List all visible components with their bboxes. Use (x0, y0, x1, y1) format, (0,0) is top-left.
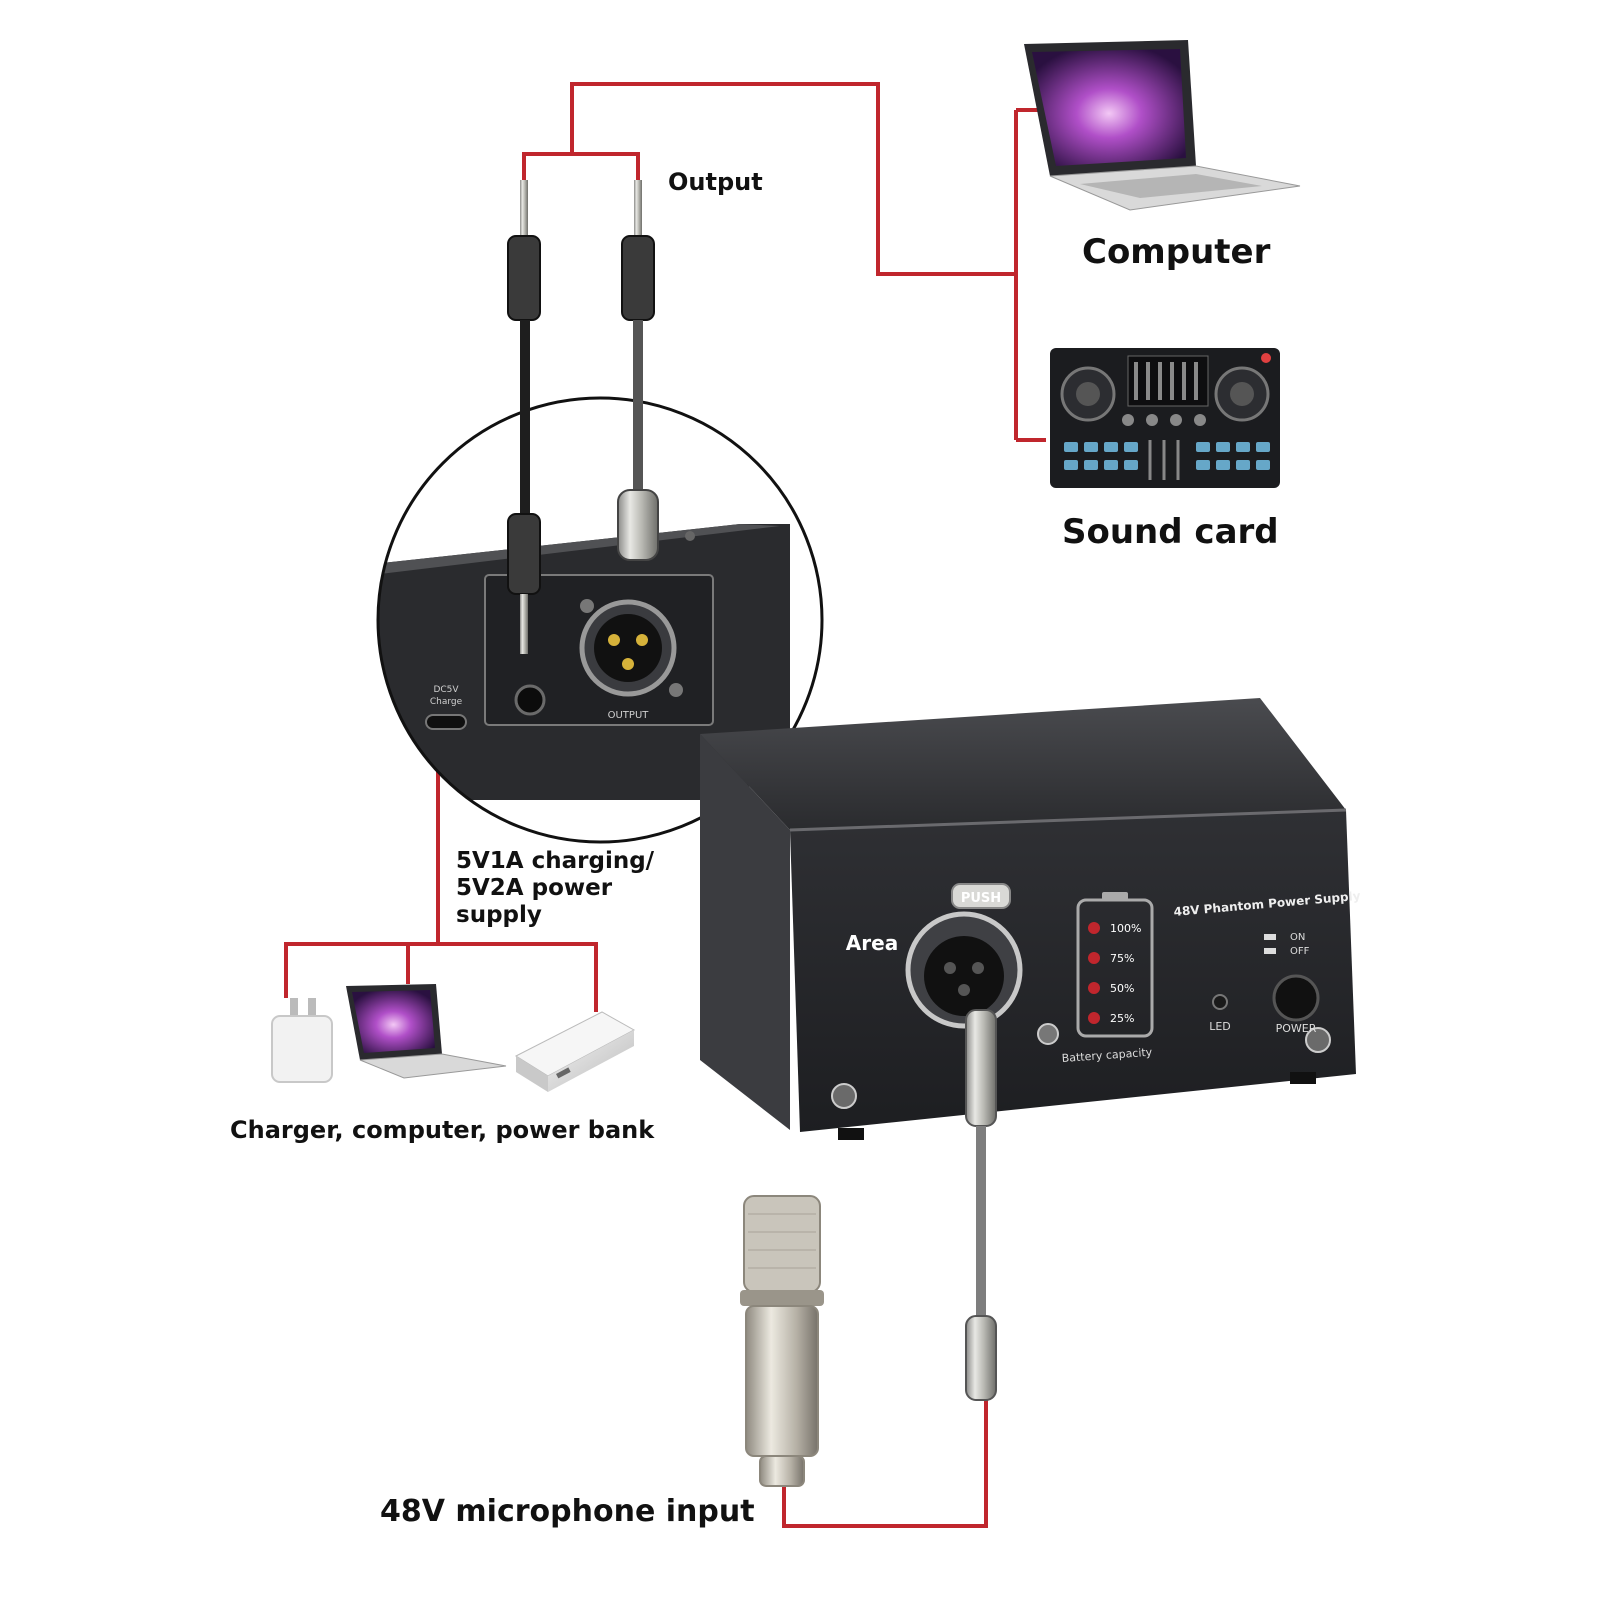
battery-level-75: 75% (1110, 952, 1134, 965)
line-output-to-targets (570, 82, 1016, 276)
charging-label-line-2: 5V2A power (456, 875, 613, 901)
line-power-sources (284, 942, 598, 1012)
output-label: Output (668, 168, 763, 196)
xlr-output-cable-icon (617, 180, 659, 561)
push-latch-label: PUSH (961, 891, 1001, 906)
back-panel-zoom: DC5V Charge OUTPUT (376, 396, 824, 844)
phantom-power-device: PUSH Area 100% 75% 50% 25% Battery capac… (700, 698, 1361, 1140)
charge-port-label-2: Charge (430, 697, 463, 707)
laptop-small-icon (346, 984, 507, 1079)
power-sources-label: Charger, computer, power bank (230, 1116, 655, 1144)
battery-level-100: 100% (1110, 922, 1141, 935)
connector-lines (284, 82, 1046, 1528)
sound-card-icon (1050, 348, 1280, 488)
line-output-cables (522, 152, 640, 182)
power-bank-icon (514, 1011, 636, 1092)
battery-level-25: 25% (1110, 1012, 1134, 1025)
battery-led-column (1088, 922, 1100, 1024)
microphone-icon (740, 1195, 824, 1487)
battery-level-50: 50% (1110, 982, 1134, 995)
switch-on-label: ON (1290, 932, 1305, 943)
charging-label-line-3: supply (456, 902, 542, 928)
mic-input-label: 48V microphone input (380, 1494, 755, 1529)
charging-label-line-1: 5V1A charging/ (456, 848, 655, 874)
laptop-large-icon (1024, 40, 1301, 211)
charge-port-label-1: DC5V (433, 685, 459, 695)
switch-off-label: OFF (1290, 946, 1310, 957)
led-label: LED (1209, 1020, 1231, 1033)
battery-capacity-caption: Battery capacity (1061, 1046, 1153, 1065)
line-mic (782, 1400, 988, 1528)
charging-label: 5V1A charging/ 5V2A power supply (456, 848, 654, 929)
charger-icon (271, 998, 333, 1083)
sound-card-label: Sound card (1062, 512, 1279, 552)
aux-cable-icon (507, 180, 541, 654)
input-area-label: Area (846, 931, 898, 955)
mic-cable-icon (965, 1009, 997, 1401)
output-port-label: OUTPUT (608, 710, 650, 721)
power-label: POWER (1276, 1022, 1317, 1035)
computer-label: Computer (1082, 232, 1271, 272)
